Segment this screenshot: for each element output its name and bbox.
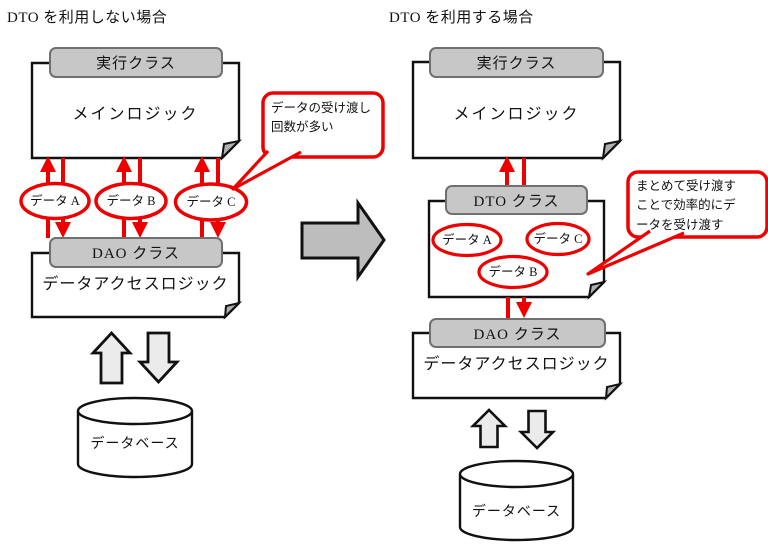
database-cylinder-left (76, 411, 194, 479)
block-arrow-down-icon (517, 409, 557, 450)
up-arrowhead-icon (40, 156, 56, 172)
callout-tail-left (231, 149, 302, 191)
callout-bubble-right (626, 170, 768, 239)
exec-class-tab-right: 実行クラス (429, 47, 604, 78)
data-c-label-right: データ C (533, 231, 583, 246)
folded-corner-icon (604, 382, 624, 401)
block-arrow-up-icon (89, 330, 134, 385)
down-arrowhead-icon (210, 222, 226, 238)
callout-tail-right (586, 229, 685, 276)
folded-corner-icon (601, 139, 624, 161)
data-access-label-left: データアクセスロジック (42, 276, 229, 294)
left-panel-title: DTO を利用しない場合 (7, 10, 168, 26)
callout-text-right: まとめて受け渡すことで効率的にデータを受け渡す (636, 179, 737, 232)
down-arrowhead-icon (55, 222, 71, 238)
up-arrowhead-icon (499, 156, 515, 172)
data-access-label-right: データアクセスロジック (423, 356, 610, 374)
exec-class-label-left: 実行クラス (96, 56, 176, 72)
data-a-ellipse-left (19, 181, 91, 221)
exec-class-label-right: 実行クラス (476, 56, 557, 72)
folded-corner-icon (220, 139, 243, 161)
down-arrowhead-icon (516, 302, 532, 318)
data-a-label-right: データ A (442, 232, 492, 247)
dto-class-tab-right: DTO クラス (445, 185, 588, 215)
database-label-right: データベース (471, 504, 562, 520)
exec-class-tab-left: 実行クラス (49, 47, 223, 78)
folded-corner-icon (587, 280, 608, 300)
dao-class-tab-right: DAO クラス (429, 318, 606, 348)
data-b-label-left: データ B (106, 193, 156, 208)
data-a-label-left: データ A (30, 193, 80, 208)
data-c-label-left: データ C (186, 194, 236, 209)
dao-class-tab-left: DAO クラス (49, 237, 223, 268)
right-panel-title: DTO を利用する場合 (389, 10, 534, 26)
folded-corner-icon (223, 301, 243, 320)
data-c-ellipse-right (525, 221, 591, 257)
callout-text-left: データの受け渡し回数が多い (271, 101, 372, 135)
dao-class-label-right: DAO クラス (473, 326, 562, 343)
data-b-ellipse-left (94, 181, 168, 221)
block-arrow-down-icon (136, 331, 181, 385)
block-arrow-up-icon (469, 408, 509, 449)
database-cylinder-top-right (458, 459, 575, 489)
database-label-left: データベース (90, 436, 180, 452)
down-arrowhead-icon (132, 222, 148, 238)
transition-arrow-icon (300, 198, 386, 282)
database-cylinder-right (458, 474, 575, 542)
dto-class-label-right: DTO クラス (473, 193, 560, 210)
main-logic-label-left: メインロジック (72, 106, 199, 124)
database-cylinder-top-left (76, 396, 194, 426)
dao-class-label-left: DAO クラス (92, 246, 180, 262)
data-c-ellipse-left (173, 182, 249, 222)
red-arrowheads-left (40, 156, 226, 238)
up-arrowhead-icon (194, 156, 210, 172)
up-arrowhead-icon (116, 156, 132, 172)
callout-bubble-left (261, 91, 385, 159)
data-a-ellipse-right (431, 222, 503, 258)
main-logic-label-right: メインロジック (453, 106, 580, 124)
data-b-ellipse-right (477, 254, 549, 290)
data-b-label-right: データ B (488, 264, 538, 279)
